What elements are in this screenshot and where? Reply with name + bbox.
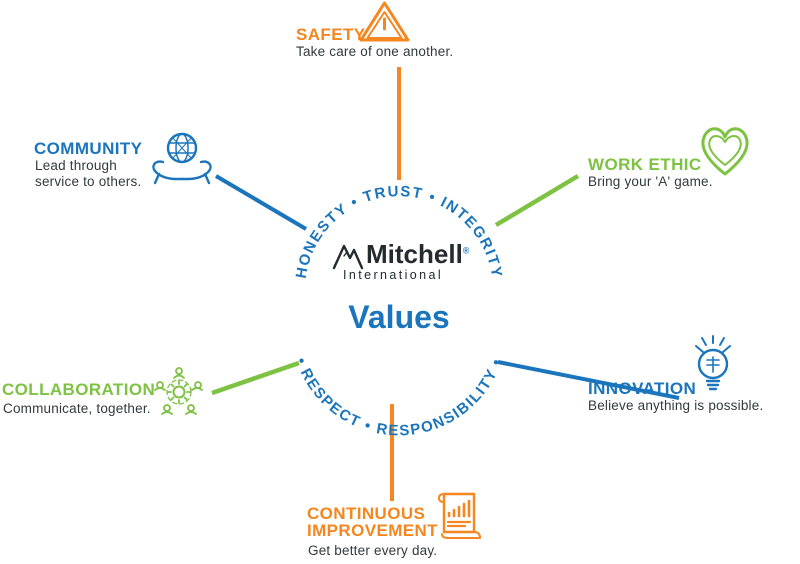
lightbulb-icon bbox=[695, 335, 731, 391]
innovation-tagline: Believe anything is possible. bbox=[588, 398, 764, 413]
safety-label: SAFETY bbox=[296, 25, 366, 44]
continuous-improvement-tagline: Get better every day. bbox=[308, 543, 438, 558]
work-ethic-label: WORK ETHIC bbox=[588, 155, 702, 174]
collaboration-tagline: Communicate, together. bbox=[3, 401, 151, 416]
work-ethic-tagline: Bring your 'A' game. bbox=[588, 174, 713, 189]
registered-mark: ® bbox=[462, 245, 470, 256]
heart-icon bbox=[701, 127, 749, 176]
logo-name: Mitchell® bbox=[366, 239, 470, 269]
community-tagline-line1: Lead through bbox=[35, 158, 117, 173]
logo-subname: International bbox=[343, 268, 443, 282]
continuous-improvement-label-line2: IMPROVEMENT bbox=[307, 521, 438, 540]
hands-globe-icon bbox=[152, 132, 212, 185]
chart-scroll-icon bbox=[438, 492, 481, 539]
continuous-improvement-label-line1: CONTINUOUS bbox=[307, 504, 426, 523]
mountain-logo-icon bbox=[332, 244, 364, 270]
collaboration-connector-line bbox=[211, 360, 300, 396]
collaboration-label: COLLABORATION bbox=[2, 380, 156, 399]
community-connector-line bbox=[214, 174, 308, 231]
work-ethic-connector-line bbox=[494, 174, 580, 227]
innovation-label: INNOVATION bbox=[588, 379, 697, 398]
community-tagline-line2: service to others. bbox=[35, 174, 142, 189]
collaboration-gear-people-icon bbox=[154, 367, 203, 415]
safety-tagline: Take care of one another. bbox=[296, 44, 454, 59]
community-label: COMMUNITY bbox=[34, 139, 143, 158]
warning-triangle-icon bbox=[359, 1, 410, 42]
ring-text-bottom: • RESPECT • RESPONSIBILITY • bbox=[292, 356, 506, 440]
diagram-title: Values bbox=[348, 299, 450, 335]
